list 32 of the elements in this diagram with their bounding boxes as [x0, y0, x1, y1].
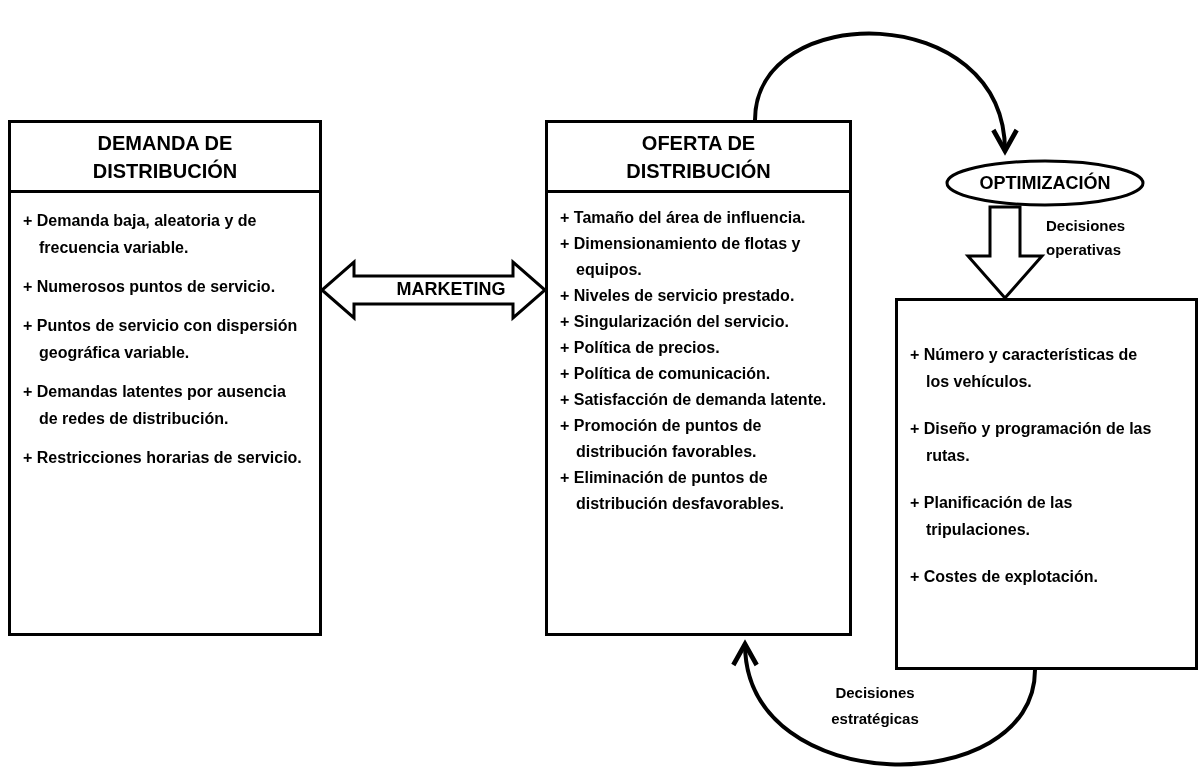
bullet-item: + Número y características de los vehículos. — [910, 345, 1139, 392]
bullet-item: + Satisfacción de demanda latente. — [560, 390, 828, 410]
box-heading: DEMANDA DE DISTRIBUCIÓN — [91, 130, 239, 184]
process-box — [545, 120, 852, 636]
bullet-item: + Promoción de puntos de distribución favorables. — [560, 416, 763, 462]
bullet-item: + Singularización del servicio. — [560, 312, 790, 332]
bullet-item: + Tamaño del área de influencia. — [560, 208, 807, 228]
bullet-item: + Puntos de servicio con dispersión geográfica variable. — [23, 316, 299, 363]
bullet-item: + Eliminación de puntos de distribución desfavorables. — [560, 468, 786, 514]
bullet-item: + Demanda baja, aleatoria y de frecuencia variable. — [23, 211, 258, 258]
bullet-item: + Demandas latentes por ausencia de redes de distribución. — [23, 382, 287, 429]
process-box — [895, 298, 1198, 670]
bullet-item: + Costes de explotación. — [910, 567, 1100, 587]
curved-arrow — [753, 31, 1016, 154]
bullet-item: + Política de precios. — [560, 338, 721, 358]
curved-arrow — [734, 641, 1037, 767]
bullet-item: + Planificación de las tripulaciones. — [910, 493, 1074, 540]
bullet-item: + Diseño y programación de las rutas. — [910, 419, 1153, 466]
bullet-item: + Restricciones horarias de servicio. — [23, 448, 303, 468]
process-box — [8, 120, 322, 636]
block-arrow — [964, 205, 1046, 301]
block-arrow — [319, 258, 548, 322]
process-ellipse — [945, 159, 1145, 207]
bullet-item: + Política de comunicación. — [560, 364, 772, 384]
ellipse-title: OPTIMIZACIÓN — [979, 171, 1111, 195]
bullet-item: + Niveles de servicio prestado. — [560, 286, 796, 306]
edge-label: Decisiones operativas — [1046, 216, 1127, 260]
box-heading: OFERTA DE DISTRIBUCIÓN — [625, 130, 772, 184]
edge-label: Decisiones estratégicas — [830, 683, 920, 729]
bullet-item: + Numerosos puntos de servicio. — [23, 277, 277, 297]
bullet-item: + Dimensionamiento de flotas y equipos. — [560, 234, 802, 280]
edge-label: MARKETING — [395, 278, 507, 301]
